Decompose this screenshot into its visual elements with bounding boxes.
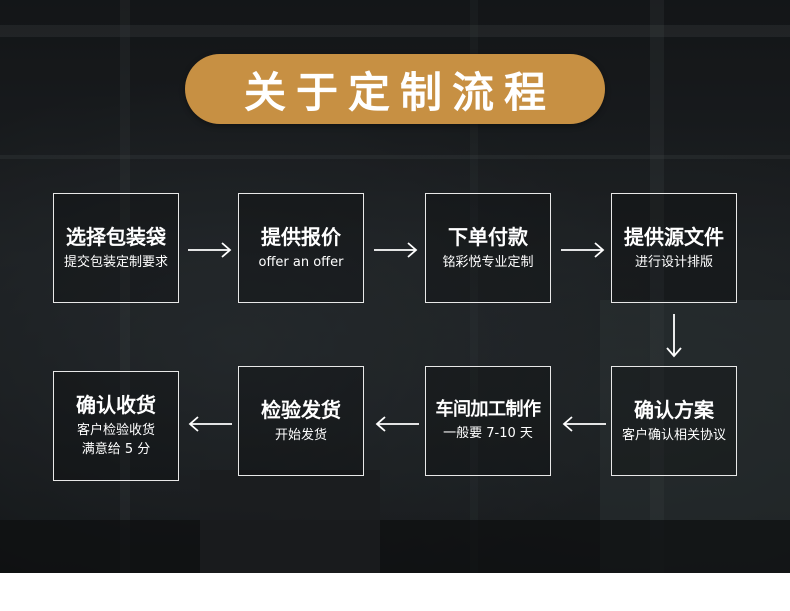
arrow-left-icon — [562, 416, 606, 432]
background-rail — [0, 155, 790, 159]
step-desc-line2: 满意给 5 分 — [81, 442, 151, 457]
step-title: 检验发货 — [261, 397, 341, 422]
step-desc: 提交包装定制要求 — [63, 254, 168, 270]
background-machine — [200, 470, 380, 573]
step-title: 车间加工制作 — [435, 398, 542, 420]
step-confirm-receipt: 确认收货 客户检验收货 满意给 5 分 — [53, 371, 179, 481]
step-title: 提供报价 — [261, 224, 341, 249]
page-title: 关于定制流程 — [243, 67, 556, 117]
step-title: 选择包装袋 — [66, 224, 166, 249]
step-source-file: 提供源文件 进行设计排版 — [611, 193, 737, 303]
step-desc: offer an offer — [258, 254, 344, 270]
step-title: 提供源文件 — [624, 224, 724, 249]
bottom-white-strip — [0, 573, 790, 611]
arrow-down-icon — [666, 314, 682, 358]
step-title: 确认收货 — [76, 393, 156, 418]
step-desc: 客户检验收货 — [76, 423, 155, 439]
background-post — [470, 0, 478, 573]
arrow-right-icon — [188, 242, 232, 258]
step-title: 下单付款 — [448, 224, 528, 249]
step-confirm-plan: 确认方案 客户确认相关协议 — [611, 366, 737, 476]
step-title: 确认方案 — [634, 397, 714, 422]
step-quote: 提供报价 offer an offer — [238, 193, 364, 303]
arrow-right-icon — [561, 242, 605, 258]
background-post — [650, 0, 664, 573]
arrow-left-icon — [188, 416, 232, 432]
step-desc: 开始发货 — [274, 427, 327, 443]
title-banner: 关于定制流程 — [185, 54, 605, 124]
step-production: 车间加工制作 一般要 7-10 天 — [425, 366, 551, 476]
background-floor — [0, 520, 790, 573]
step-desc: 进行设计排版 — [634, 254, 713, 270]
step-order-payment: 下单付款 铭彩悦专业定制 — [425, 193, 551, 303]
step-desc: 铭彩悦专业定制 — [442, 254, 534, 270]
background-post — [120, 0, 130, 573]
step-desc: 一般要 7-10 天 — [443, 426, 533, 442]
background-beam — [0, 25, 790, 37]
step-inspect-ship: 检验发货 开始发货 — [238, 366, 364, 476]
step-select-bag: 选择包装袋 提交包装定制要求 — [53, 193, 179, 303]
step-desc: 客户确认相关协议 — [621, 427, 726, 443]
arrow-right-icon — [374, 242, 418, 258]
arrow-left-icon — [375, 416, 419, 432]
